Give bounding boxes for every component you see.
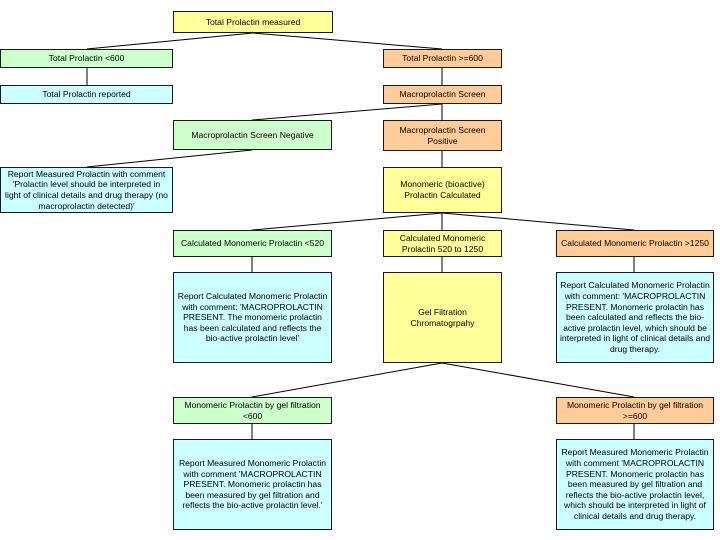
connector [251, 103, 443, 121]
report-calc-lt520-box: Report Calculated Monomeric Prolactin wi… [173, 272, 332, 363]
total-prolactin-lt600-box: Total Prolactin <600 [0, 49, 173, 68]
total-prolactin-ge600-box: Total Prolactin >=600 [383, 49, 502, 68]
calc-monomeric-gt1250-box: Calculated Monomeric Prolactin >1250 [556, 230, 714, 257]
gel-filtration-ge600-box: Monomeric Prolactin by gel filtration >=… [556, 397, 714, 424]
connector [441, 212, 635, 231]
calc-monomeric-520-1250-box: Calculated Monomeric Prolactin 520 to 12… [383, 230, 502, 257]
monomeric-calculated-box: Monomeric (bioactive) Prolactin Calculat… [383, 167, 502, 213]
total-prolactin-reported-box: Total Prolactin reported [0, 85, 173, 104]
report-calc-gt1250-box: Report Calculated Monomeric Prolactin wi… [556, 272, 714, 363]
connector [251, 212, 443, 231]
calc-monomeric-lt520-box: Calculated Monomeric Prolactin <520 [173, 230, 332, 257]
connector [86, 32, 254, 50]
total-prolactin-measured-box: Total Prolactin measured [173, 11, 333, 33]
report-gel-ge600-box: Report Measured Monomeric Prolactin with… [556, 439, 714, 530]
screen-negative-box: Macroprolactin Screen Negative [173, 120, 332, 150]
gel-filtration-box: Gel Filtration Chromatogrpahy [383, 272, 502, 363]
connector [441, 362, 635, 398]
connector [252, 32, 443, 50]
connector [251, 362, 443, 398]
screen-positive-box: Macroprolactin Screen Positive [383, 120, 502, 151]
report-gel-lt600-box: Report Measured Monomeric Prolactin with… [173, 439, 332, 530]
report-measured-prolactin-box: Report Measured Prolactin with comment '… [0, 167, 173, 213]
macroprolactin-screen-box: Macroprolactin Screen [383, 85, 502, 104]
connector [86, 149, 253, 168]
gel-filtration-lt600-box: Monomeric Prolactin by gel filtration <6… [173, 397, 332, 424]
